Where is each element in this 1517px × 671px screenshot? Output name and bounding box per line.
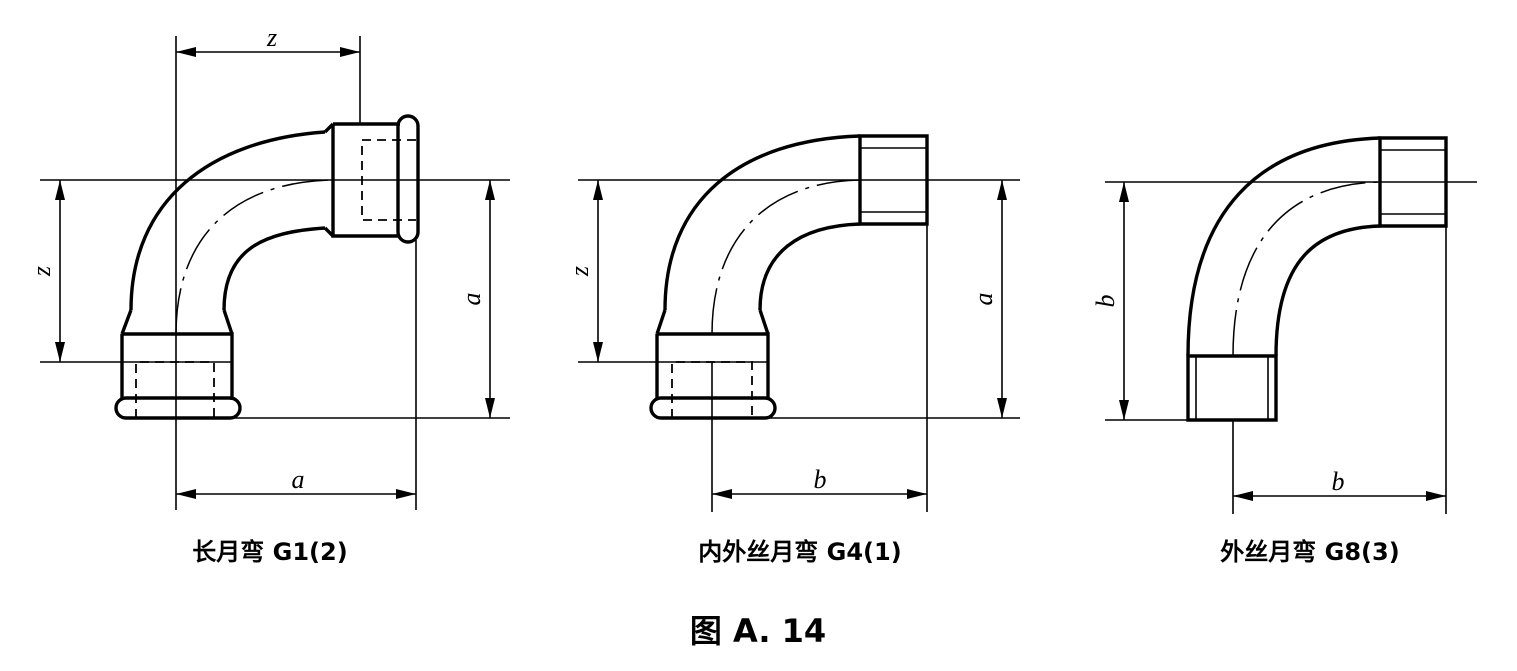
dim-label-left: z [565,266,594,277]
lower-taper-right [222,309,234,335]
lower-socket-bead [114,396,242,420]
lower-male-thread-end [1186,354,1278,422]
panel-long-bend: z z a a 长月弯 G1(2) [27,23,510,566]
bend-inner-wall [1274,224,1381,357]
panel-male-female-bend: z a b 内外丝月弯 G4(1) [565,134,1020,566]
bend-outer-wall [129,130,326,311]
panel-caption: 长月弯 G1(2) [192,538,347,566]
bend-outer-wall [1186,136,1381,357]
panel-caption: 外丝月弯 G8(3) [1220,538,1399,566]
dim-label-top: z [266,23,277,52]
lower-socket-hidden [671,361,753,418]
lower-socket-bead [649,396,777,420]
dim-label-left: z [27,266,56,277]
dim-label-bottom: a [292,465,305,494]
lower-taper-left [120,309,133,335]
bend-centerline [1232,181,1381,357]
dim-label-right: a [969,293,998,306]
upper-socket [331,122,400,238]
upper-socket-bead [396,114,420,244]
lower-socket [120,332,234,400]
lower-taper-left [655,309,667,335]
dim-label-right: a [457,293,486,306]
lower-taper-right [758,309,770,335]
bend-inner-wall [758,222,861,311]
bend-outer-wall [663,134,861,311]
lower-socket-hidden [135,361,215,418]
panel-caption: 内外丝月弯 G4(1) [698,538,901,566]
lower-socket [655,332,770,400]
dim-label-bottom: b [1332,467,1345,496]
upper-male-thread-end [1378,136,1448,228]
dim-label-bottom: b [814,465,827,494]
dim-label-left: b [1091,295,1120,308]
panel-male-bend: b b 外丝月弯 G8(3) [1091,136,1477,566]
upper-socket-hidden [361,139,416,221]
figure-title: 图 A. 14 [690,612,826,650]
male-thread-end [858,134,929,226]
bend-inner-wall [222,226,326,311]
bend-centerline [711,179,861,335]
bend-centerline [175,179,334,335]
